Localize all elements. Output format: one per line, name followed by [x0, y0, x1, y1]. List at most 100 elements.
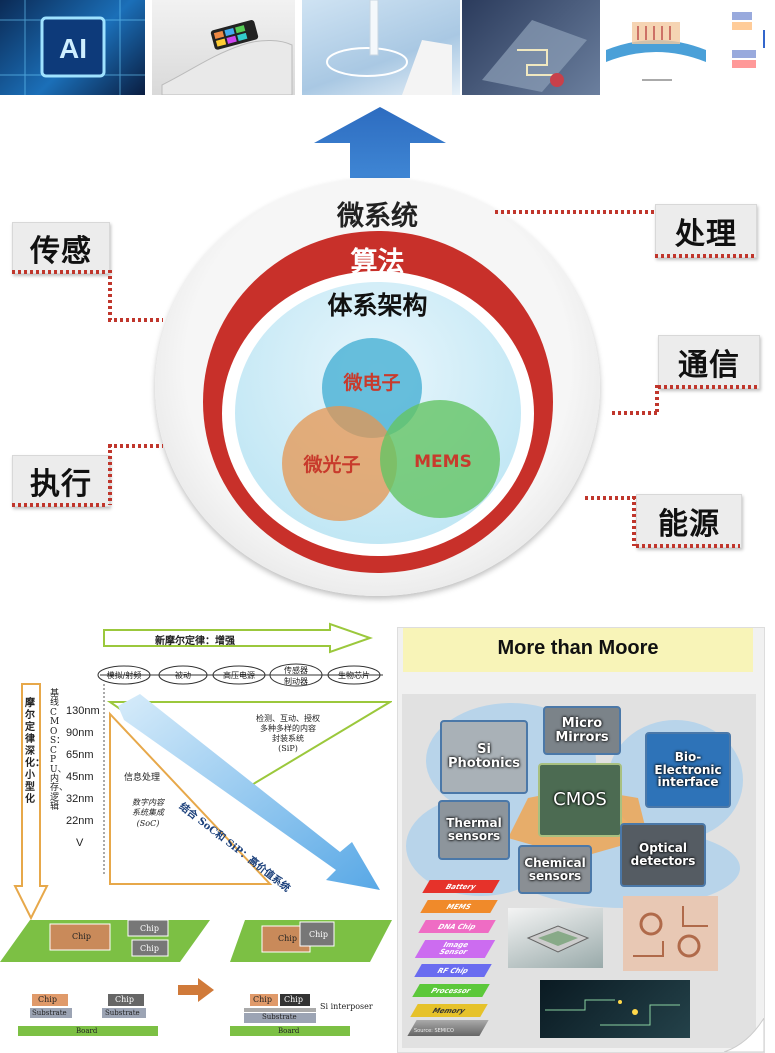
label-sensing: 传感 — [12, 222, 110, 274]
cross-section-icon — [732, 12, 765, 68]
actuation-connector-v — [108, 444, 112, 505]
label-energy: 能源 — [636, 494, 742, 548]
node-45: 45nm — [66, 771, 94, 783]
category-analog-rf: 模拟/射频 — [106, 671, 142, 680]
energy-connector-h — [585, 496, 635, 500]
node-bio-interface: Bio- Electronic interface — [645, 732, 731, 808]
interposer-label: Si interposer — [320, 1002, 373, 1011]
category-passive: 被动 — [175, 671, 191, 680]
chip-label-3: Chip — [140, 944, 159, 953]
flexible-circuit-photo — [462, 0, 600, 95]
axis-label: 基线 CMOS：CPU、内存、逻辑 — [50, 689, 69, 813]
package-photo — [508, 908, 603, 968]
soc-text: 数字内容 系统集成 (SoC) — [132, 798, 164, 828]
label-actuation: 执行 — [12, 455, 110, 507]
communication-connector-v — [655, 385, 659, 413]
microsystem-diagram: 微系统 算法 体系架构 微电子 微光子 MEMS — [155, 178, 600, 596]
actuation-underline — [12, 503, 108, 507]
substrate-label-1: Substrate — [32, 1009, 67, 1017]
up-arrow-icon — [314, 107, 446, 178]
board-label-2: Board — [278, 1027, 300, 1035]
substrate-label-3: Substrate — [262, 1013, 297, 1021]
lab-pipette-photo — [302, 0, 460, 95]
mtm-title: More than Moore — [497, 637, 659, 659]
communication-underline — [658, 385, 758, 389]
mtm-title-bar — [403, 628, 753, 672]
chip-label-2: Chip — [140, 924, 159, 933]
venn-mems — [380, 400, 500, 518]
layer-image-sensor: Image Sensor — [414, 940, 496, 958]
substrate-label-2: Substrate — [105, 1009, 140, 1017]
layer-stack: Battery MEMS DNA Chip Image Sensor RF Ch… — [407, 878, 502, 1038]
sensing-underline — [12, 270, 108, 274]
layer-memory: Memory — [410, 1004, 488, 1017]
communication-connector-h — [612, 411, 657, 415]
sip-text: 检测、互动、授权 多种多样的内容 封装系统 (SiP) — [256, 714, 320, 753]
layer-processor: Processor — [412, 984, 490, 997]
category-biochip: 生物芯片 — [338, 671, 370, 680]
sensing-connector-v — [108, 270, 112, 320]
node-65: 65nm — [66, 749, 94, 761]
svg-text:AI: AI — [59, 33, 87, 64]
circle-label-photonics: 微光子 — [303, 454, 361, 476]
chip-label-4: Chip — [278, 934, 297, 943]
node-v: V — [76, 837, 84, 849]
layer-rf-chip: RF Chip — [414, 964, 492, 977]
node-32: 32nm — [66, 793, 94, 805]
page-curl-icon — [724, 1018, 764, 1052]
chip-label-8: Chip — [253, 995, 272, 1004]
outer-ring-title: 微系统 — [337, 201, 418, 232]
pipette-icon — [326, 0, 452, 95]
venn-photonics — [282, 406, 397, 521]
category-sensors: 传感器 制动器 — [284, 666, 308, 686]
actuation-connector-h — [108, 444, 163, 448]
circuit-icon — [482, 20, 587, 92]
chip-label-1: Chip — [72, 932, 91, 941]
chip-label-5: Chip — [309, 930, 328, 939]
energy-underline — [636, 544, 740, 548]
stack-caption: Source: SEMICO — [414, 1028, 454, 1034]
layer-dna-chip: DNA Chip — [418, 920, 496, 933]
node-90: 90nm — [66, 727, 94, 739]
node-thermal-sensors: Thermal sensors — [438, 800, 510, 860]
label-processing: 处理 — [655, 204, 757, 258]
category-hv-power: 高压电源 — [223, 671, 255, 680]
board-label-1: Board — [76, 1027, 98, 1035]
layer-mems: MEMS — [420, 900, 498, 913]
node-cmos: CMOS — [538, 763, 622, 837]
strain-sensor-diagram — [602, 0, 710, 95]
more-than-moore-panel: More than Moore Si Photonics Micro Mirro… — [397, 627, 765, 1053]
node-22: 22nm — [66, 815, 94, 827]
pcb-icon — [633, 906, 708, 958]
pcb-photo — [623, 896, 718, 971]
sensing-connector-h — [108, 318, 163, 322]
ai-chip-icon: AI — [0, 0, 145, 95]
energy-connector-v — [632, 496, 636, 546]
cross-section-diagram — [714, 0, 775, 95]
label-communication: 通信 — [658, 335, 760, 389]
chip-label-9: Chip — [284, 995, 303, 1004]
node-si-photonics: Si Photonics — [440, 720, 528, 794]
strain-icon — [606, 22, 706, 81]
node-list: 130nm 90nm 65nm 45nm 32nm 22nm V — [66, 700, 102, 854]
node-130: 130nm — [66, 705, 100, 717]
vertical-label: 摩尔定律深化：小型化 — [25, 698, 45, 805]
layer-battery: Battery — [422, 880, 500, 893]
wearable-display-photo — [152, 0, 295, 95]
inner-title: 体系架构 — [327, 291, 428, 320]
circle-label-mems: MEMS — [414, 452, 472, 472]
circle-label-microelectronics: 微电子 — [343, 372, 401, 394]
info-processing: 信息处理 — [124, 773, 161, 783]
ai-chip-photo: AI — [0, 0, 145, 95]
chip-label-6: Chip — [38, 995, 57, 1004]
chip-label-7: Chip — [115, 995, 134, 1004]
circuit-board-icon — [545, 999, 680, 1026]
moore-arrows-graphic — [0, 622, 392, 1036]
circuit-board-photo — [540, 980, 690, 1038]
top-arrow-label: 新摩尔定律：增强 — [155, 636, 235, 647]
node-chemical-sensors: Chemical sensors — [518, 845, 592, 894]
processing-underline — [655, 254, 755, 258]
package-icon — [526, 925, 590, 953]
node-micro-mirrors: Micro Mirrors — [543, 706, 621, 755]
hand-icon — [161, 20, 293, 95]
